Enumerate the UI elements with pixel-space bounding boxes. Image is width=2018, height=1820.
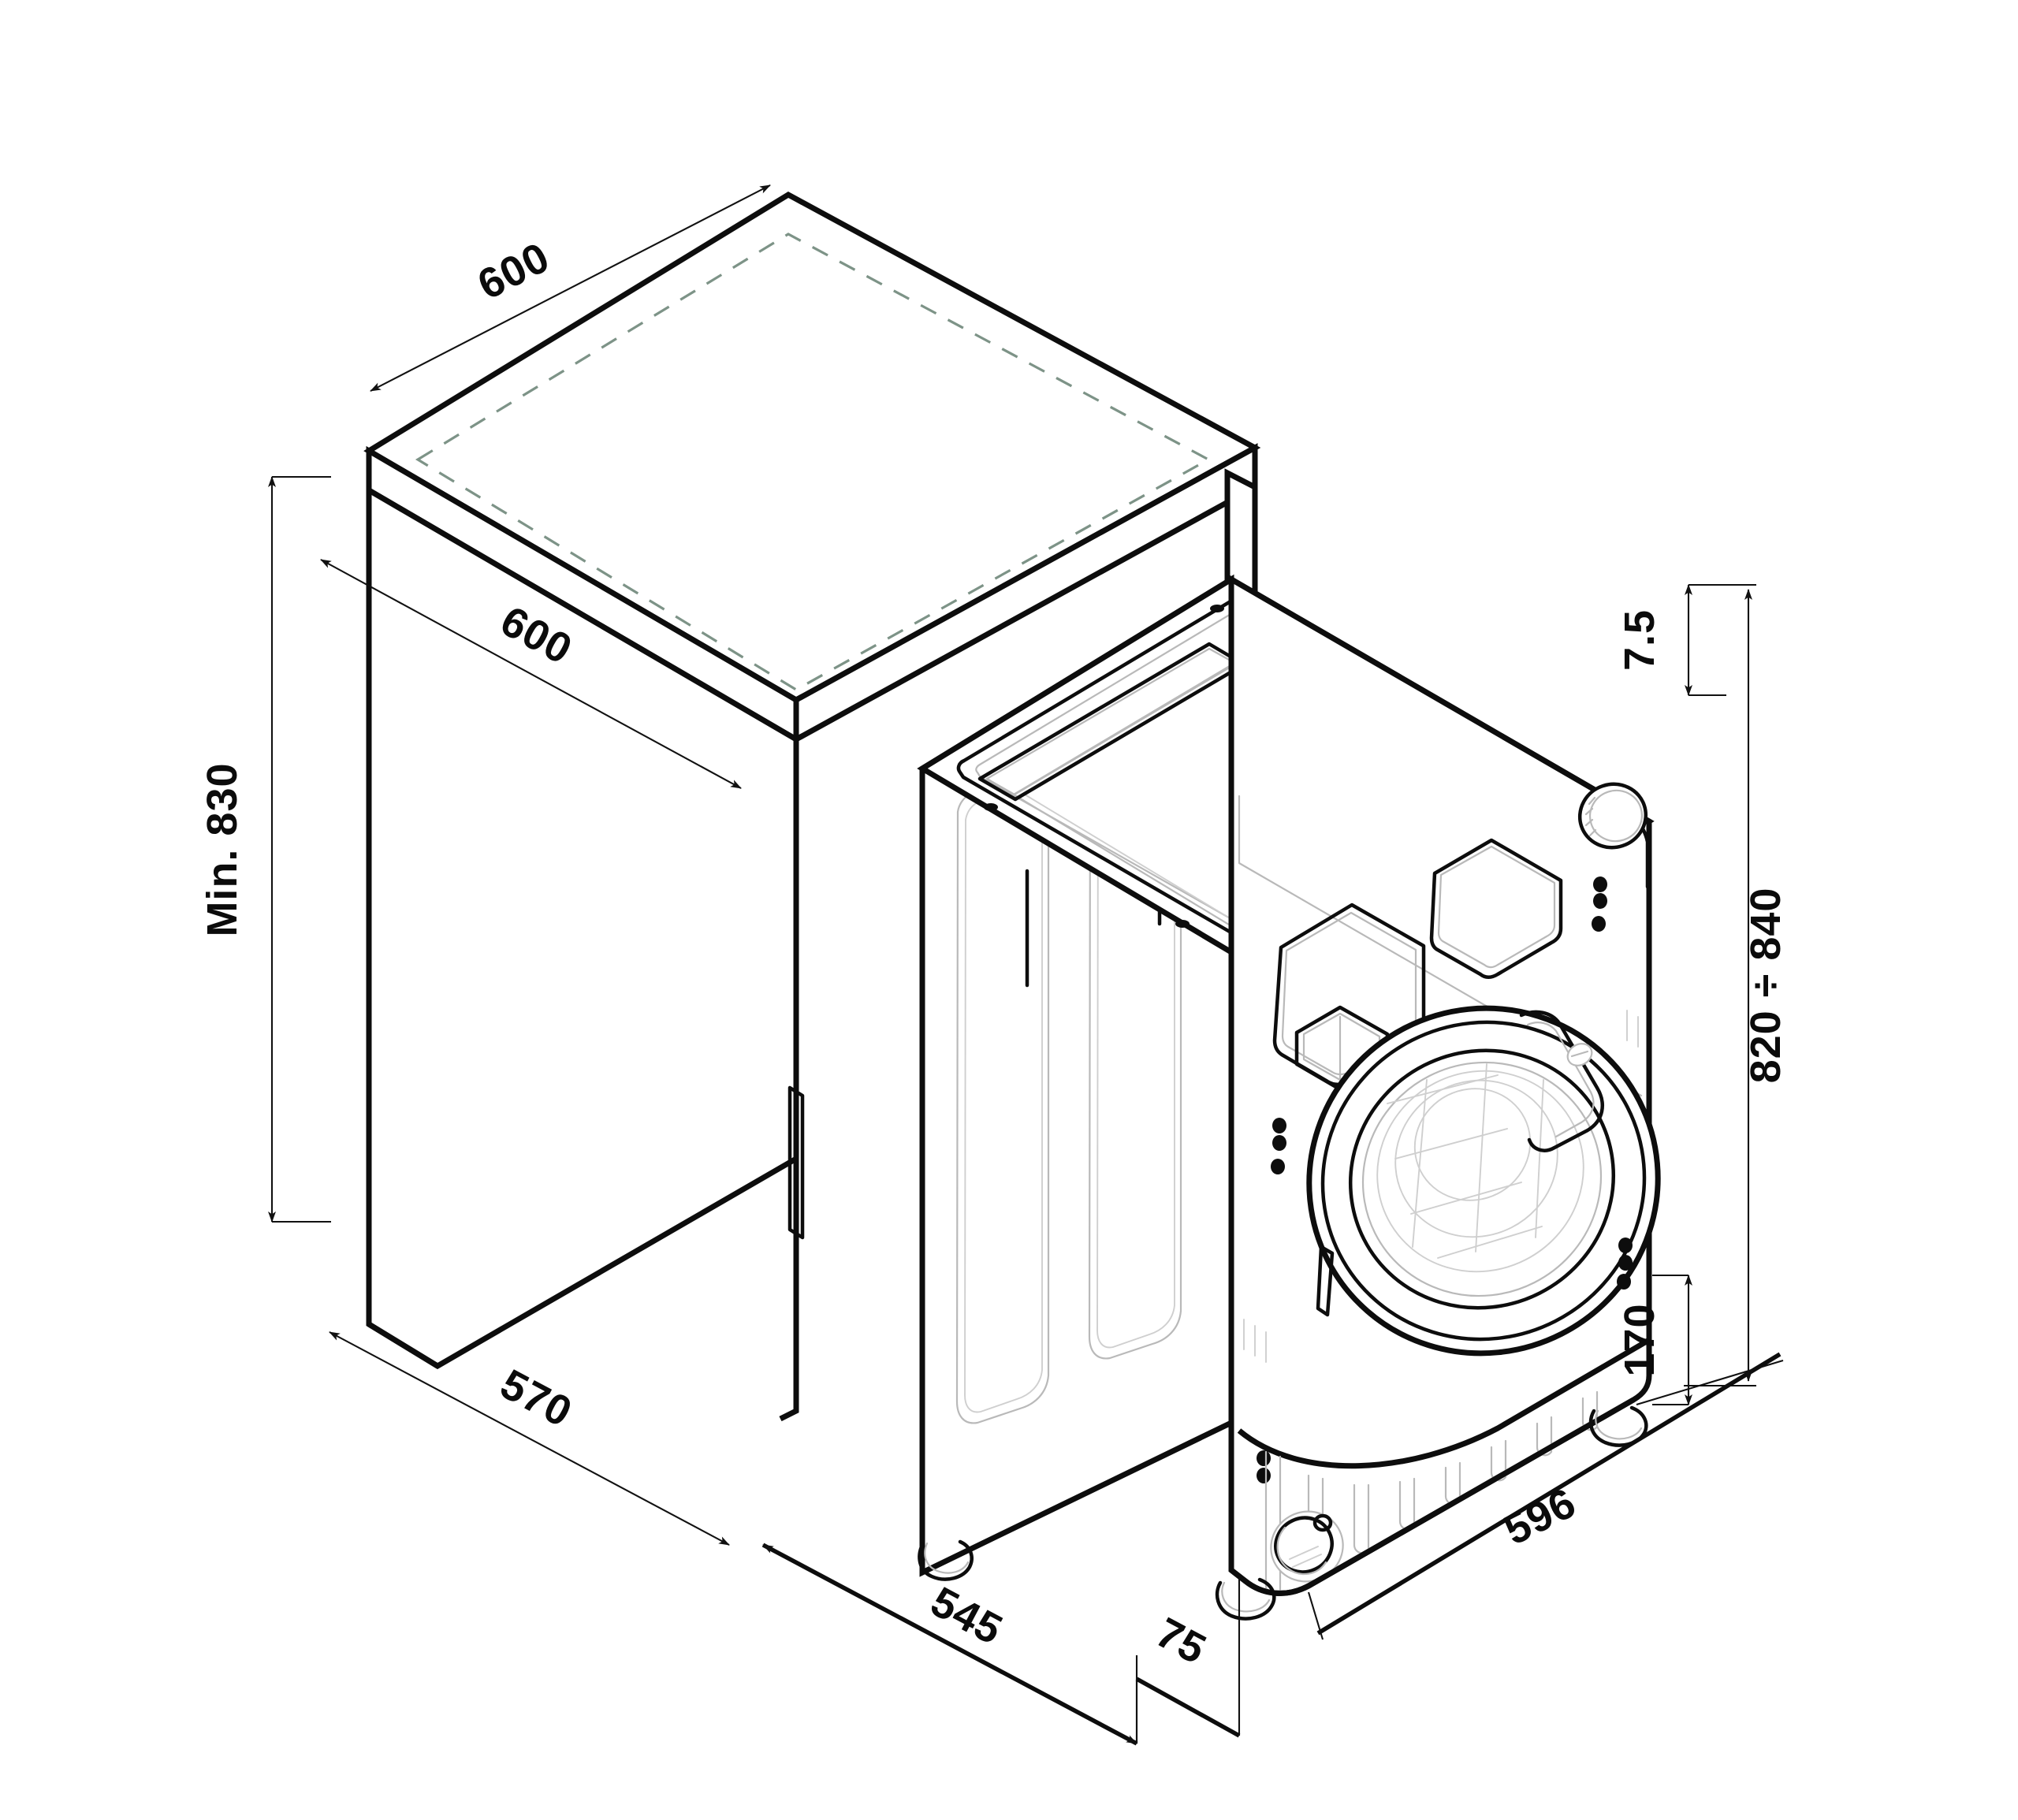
top-fixing-hole-3 <box>984 803 998 811</box>
control-knob[interactable] <box>1572 776 1655 856</box>
dim-plinth-height-170: 170 <box>1616 1274 1692 1406</box>
dim-line-front-width <box>320 559 742 789</box>
dim-line-side-depth <box>329 1331 730 1546</box>
ext-line-width-left <box>1307 1591 1324 1640</box>
filter-tab <box>1312 1513 1333 1532</box>
dim-line-niche-depth <box>761 1543 1138 1746</box>
foot-front-right-inner <box>1595 1409 1643 1440</box>
foot-front-left-inner <box>1221 1581 1271 1613</box>
plinth-top-curve <box>1237 1337 1651 1469</box>
knob-grip-ridges <box>1584 796 1597 837</box>
display-block-inner <box>1437 845 1556 969</box>
dot-r3 <box>1592 916 1606 932</box>
cabinet-front-stile <box>787 1085 805 1240</box>
washing-machine <box>917 574 1718 1621</box>
dim-side-depth-570: 570 <box>329 1331 730 1546</box>
dim-label-niche-depth: 545 <box>923 1578 1010 1654</box>
dim-cabinet-height: Min. 830 <box>199 475 331 1223</box>
ext-line-width-right <box>1636 1359 1784 1406</box>
dim-line-plinth-gap <box>1135 1677 1241 1738</box>
foot-front-left <box>1215 1577 1276 1621</box>
display-block[interactable] <box>1429 838 1563 979</box>
drum-rim-1 <box>1376 1070 1584 1273</box>
door-edge-tab <box>1316 1245 1335 1317</box>
seam-hatch-left <box>1243 1319 1267 1363</box>
dim-height-range-820-840: 820 ÷ 840 <box>1684 583 1789 1387</box>
dim-label-top-depth: 600 <box>471 233 557 309</box>
dot-r1 <box>1593 877 1607 892</box>
dot-l1 <box>1272 1118 1286 1133</box>
dot-lr1 <box>1618 1238 1633 1253</box>
dim-top-gap-7-5: 7.5 <box>1616 584 1726 697</box>
knob-body[interactable] <box>1584 783 1649 847</box>
indicator-dots-left <box>1271 1118 1286 1174</box>
door-handle-inner <box>1526 1022 1595 1138</box>
dot-l2 <box>1272 1135 1286 1151</box>
dot-ll1 <box>1257 1450 1271 1466</box>
dot-lr2 <box>1618 1255 1633 1271</box>
dim-niche-depth-545: 545 <box>761 1543 1138 1746</box>
drum-rim-3 <box>1413 1088 1532 1201</box>
filter-ribs <box>1289 1546 1322 1568</box>
pump-filter-cap[interactable] <box>1260 1500 1355 1594</box>
drum-mesh-horizontal <box>1387 1074 1543 1259</box>
dim-label-top-gap: 7.5 <box>1616 609 1663 671</box>
dim-label-height-range: 820 ÷ 840 <box>1742 888 1789 1084</box>
dot-r2 <box>1593 893 1607 909</box>
dim-label-plinth-height: 170 <box>1616 1303 1663 1376</box>
filter-cap-grip <box>1276 1526 1327 1576</box>
porthole-door[interactable] <box>1249 948 1718 1413</box>
top-fixing-hole-1 <box>1210 605 1224 612</box>
dim-label-plinth-gap: 75 <box>1149 1609 1214 1673</box>
dot-lr3 <box>1617 1274 1631 1290</box>
dim-plinth-gap-75: 75 <box>1135 1578 1241 1744</box>
drum-mesh-vertical <box>1412 1063 1544 1252</box>
door-latch-slot <box>1570 1050 1589 1058</box>
seam-hatch-right <box>1626 1010 1639 1048</box>
dim-label-side-depth: 570 <box>493 1360 579 1437</box>
dim-line-machine-width <box>1316 1352 1782 1636</box>
display-panel[interactable] <box>1429 838 1563 979</box>
dim-label-machine-width: 596 <box>1497 1479 1584 1554</box>
drum-interior <box>1376 1063 1584 1273</box>
dot-l3 <box>1271 1159 1285 1174</box>
door-glass-inner <box>1361 1061 1603 1297</box>
dim-label-cabinet-height: Min. 830 <box>199 762 246 936</box>
cabinet-niche-front-edge <box>779 1159 799 1422</box>
door-handle[interactable] <box>1519 1010 1604 1152</box>
top-fixing-hole-4 <box>1175 920 1190 928</box>
dot-ll2 <box>1257 1468 1271 1483</box>
door-ring-bevel <box>1320 1020 1647 1342</box>
indicator-dots-right <box>1592 877 1607 932</box>
indicator-dots-lower-left <box>1257 1450 1271 1483</box>
indicator-dots-lower-right <box>1617 1238 1633 1290</box>
dim-line-top-depth <box>370 184 771 392</box>
machine-front-panel <box>1215 574 1718 1621</box>
